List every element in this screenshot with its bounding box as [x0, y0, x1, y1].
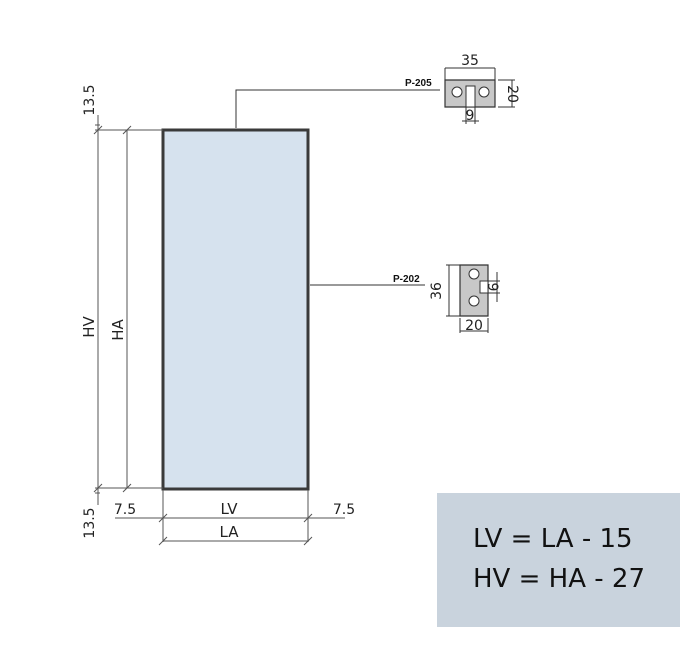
lv-dimension-line [115, 513, 345, 523]
bottom-offset-label: 13.5 [82, 507, 98, 538]
p202-slot-label: 9 [484, 283, 500, 292]
p202-width-label: 20 [465, 318, 483, 334]
hv-label: HV [80, 315, 98, 337]
extension-lines [95, 124, 309, 542]
ha-label: HA [109, 318, 127, 340]
formula-box: LV = LA - 15 HV = HA - 27 [437, 493, 680, 627]
p205-height-label: 20 [504, 85, 520, 103]
lv-label: LV [221, 500, 239, 518]
p202-profile-icon [446, 264, 500, 333]
p202-height-label: 36 [429, 282, 445, 300]
p205-width-label: 35 [461, 53, 479, 69]
la-label: LA [220, 523, 240, 541]
left-offset-label: 7.5 [114, 502, 136, 518]
right-offset-label: 7.5 [333, 502, 355, 518]
glass-panel [161, 128, 310, 491]
p205-slot-label: 9 [466, 108, 475, 124]
p205-code: P-205 [405, 78, 432, 89]
ha-dimension-line [122, 125, 132, 493]
p205-leader-line [235, 89, 440, 128]
p205-profile-icon [444, 67, 515, 124]
p202-code: P-202 [393, 274, 420, 285]
top-offset-label: 13.5 [82, 84, 98, 115]
hv-dimension-line [93, 125, 103, 493]
hv-formula: HV = HA - 27 [473, 564, 645, 594]
la-dimension-line [158, 536, 313, 546]
lv-formula: LV = LA - 15 [473, 524, 633, 554]
